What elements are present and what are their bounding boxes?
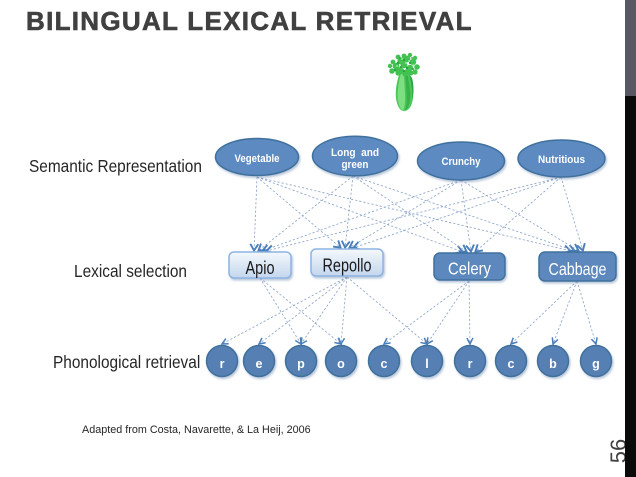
- svg-text:green: green: [342, 159, 369, 171]
- svg-text:Nutritious: Nutritious: [538, 154, 585, 166]
- svg-text:c: c: [381, 357, 388, 371]
- svg-text:Crunchy: Crunchy: [442, 156, 482, 168]
- svg-text:b: b: [549, 357, 557, 371]
- svg-text:g: g: [592, 357, 600, 371]
- svg-text:r: r: [220, 357, 225, 371]
- svg-text:e: e: [256, 357, 263, 371]
- svg-text:Celery: Celery: [448, 259, 491, 279]
- svg-text:c: c: [508, 357, 515, 371]
- svg-text:o: o: [337, 357, 345, 371]
- svg-text:Apio: Apio: [246, 257, 275, 278]
- svg-text:l: l: [425, 357, 428, 371]
- svg-text:r: r: [468, 357, 473, 371]
- svg-text:Repollo: Repollo: [323, 255, 372, 276]
- svg-text:Vegetable: Vegetable: [235, 153, 280, 165]
- svg-text:Cabbage: Cabbage: [549, 259, 607, 279]
- svg-text:Long and: Long and: [331, 147, 379, 159]
- svg-text:p: p: [297, 357, 305, 371]
